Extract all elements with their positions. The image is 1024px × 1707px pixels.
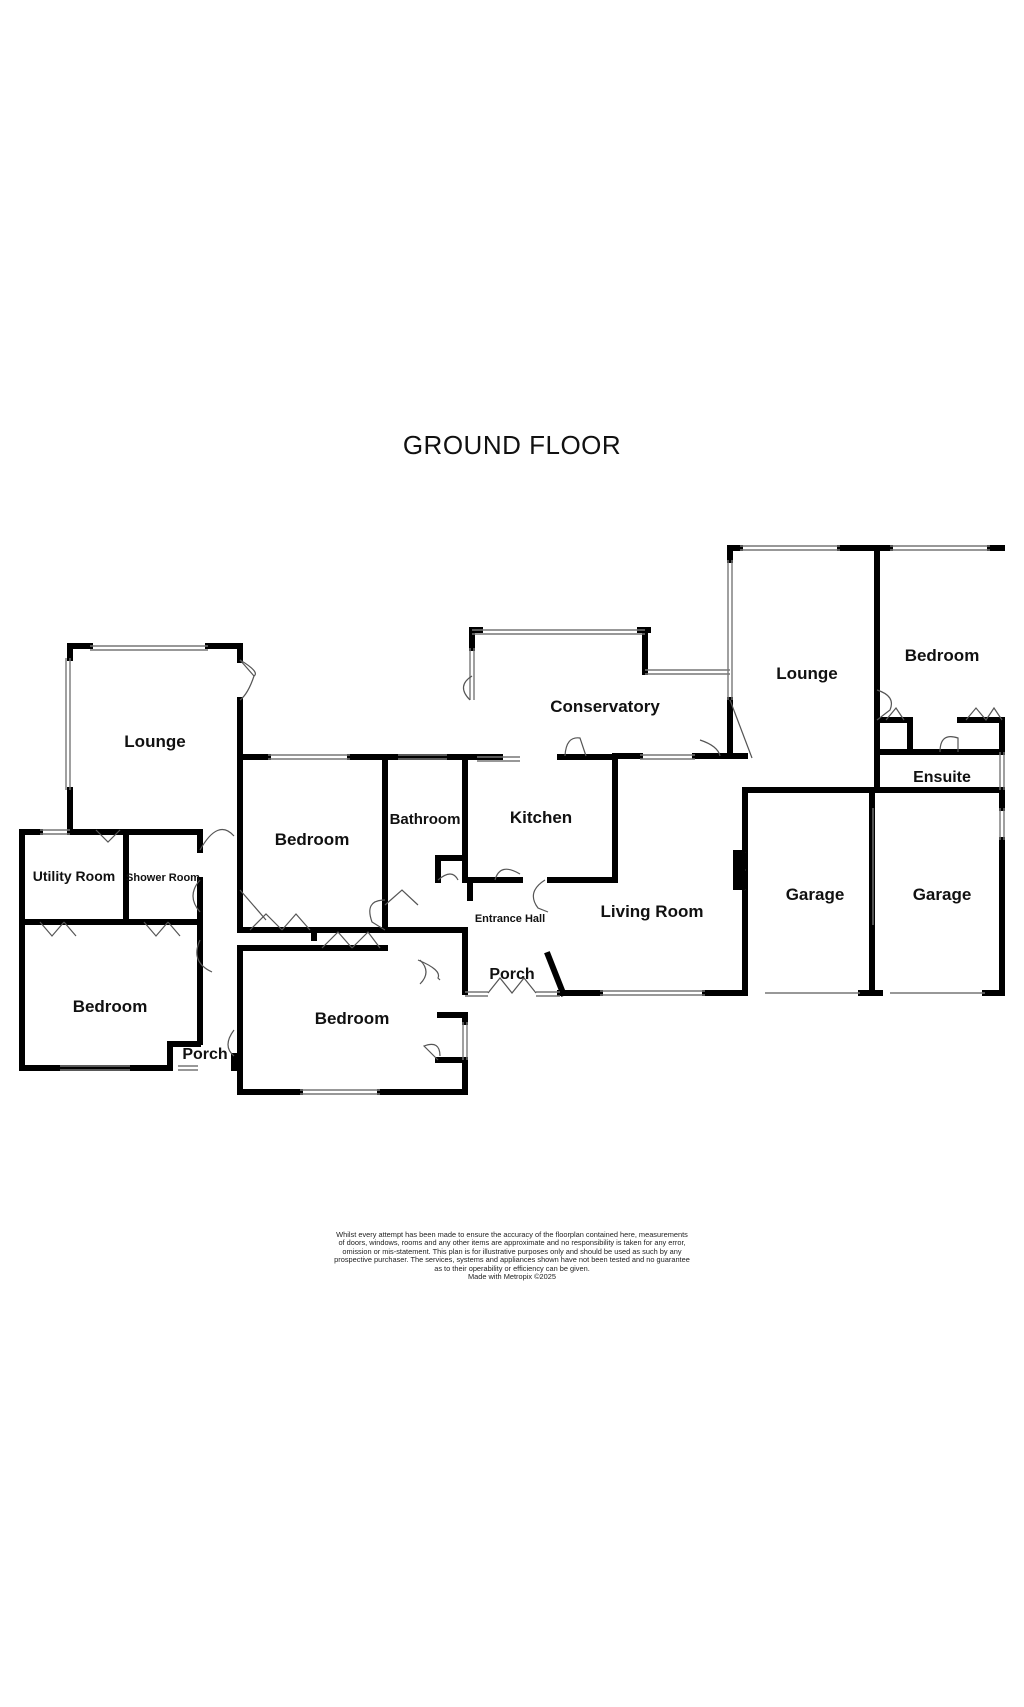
doors: [39, 659, 1003, 1061]
room-label-shower-room: Shower Room: [126, 872, 200, 884]
room-labels: Lounge Utility Room Shower Room Bedroom …: [33, 646, 980, 1063]
room-label-living-room: Living Room: [601, 902, 704, 921]
room-label-garage-right: Garage: [913, 885, 972, 904]
room-label-garage-left: Garage: [786, 885, 845, 904]
room-label-lounge-west: Lounge: [124, 732, 185, 751]
disclaimer-line: prospective purchaser. The services, sys…: [334, 1255, 690, 1265]
disclaimer: Whilst every attempt has been made to en…: [300, 1230, 724, 1282]
room-label-porch-west: Porch: [182, 1046, 227, 1063]
room-label-entrance-hall: Entrance Hall: [475, 913, 545, 925]
room-label-bedroom-east: Bedroom: [905, 646, 980, 665]
disclaimer-credit: Made with Metropix ©2025: [467, 1272, 557, 1282]
room-label-conservatory: Conservatory: [550, 697, 660, 716]
room-label-kitchen: Kitchen: [510, 808, 572, 827]
walls: [19, 545, 1005, 1095]
room-label-porch-center: Porch: [489, 966, 534, 983]
fireplace: [733, 850, 745, 890]
floor-title: GROUND FLOOR: [402, 430, 622, 460]
room-label-bedroom-center-north: Bedroom: [275, 830, 350, 849]
room-label-ensuite: Ensuite: [913, 769, 971, 786]
disclaimer-line: omission or mis-statement. This plan is …: [342, 1246, 682, 1256]
thin-lines: [40, 545, 1005, 1095]
room-label-lounge-east: Lounge: [776, 664, 837, 683]
disclaimer-line: Whilst every attempt has been made to en…: [336, 1230, 688, 1239]
room-label-bedroom-west: Bedroom: [73, 997, 148, 1016]
room-label-bedroom-center-south: Bedroom: [315, 1009, 390, 1028]
disclaimer-line: as to their operability or efficiency ca…: [434, 1263, 590, 1273]
disclaimer-line: of doors, windows, rooms and any other i…: [338, 1238, 686, 1248]
room-label-bathroom: Bathroom: [390, 811, 461, 828]
room-label-utility-room: Utility Room: [33, 868, 115, 884]
